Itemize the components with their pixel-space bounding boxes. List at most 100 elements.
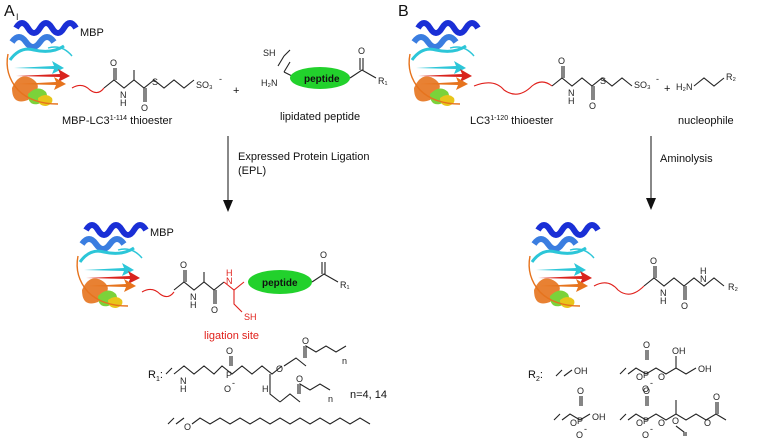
caption-part: 2 (536, 376, 540, 383)
atom-label: N (180, 376, 187, 386)
atom-label: O (672, 416, 679, 426)
atom-label: O (224, 384, 231, 394)
atom-label: O (636, 418, 643, 428)
panel-label-a: A (4, 3, 15, 20)
aminolysis-label: Aminolysis (660, 153, 713, 165)
atom-label: H (660, 296, 667, 306)
r2-phosphate-structure: O O P O - OH (553, 386, 606, 440)
atom-label: H₂N (676, 82, 693, 92)
atom-label: O (577, 386, 584, 396)
atom-label: O (704, 418, 711, 428)
caption-part: 1 (156, 376, 160, 383)
atom-label: H (190, 300, 197, 310)
atom-label: O (184, 422, 191, 432)
r2-glycerophosphate-structure: O O P O - O OH OH (619, 340, 712, 394)
thioester-structure-a: O N H O S SO₃ - (103, 58, 222, 113)
atom-label: H (262, 384, 269, 394)
atom-label: N (226, 276, 233, 286)
r1-alkyl-ether-structure: O (167, 417, 371, 432)
atom-label: - (232, 378, 235, 388)
caption-part: thioester (127, 115, 173, 127)
atom-label: O (658, 418, 665, 428)
mbp-lc3-protein-product (77, 225, 146, 308)
lipidated-peptide-structure: peptide SH H₂N O R₁ (261, 46, 388, 89)
n-range-label: n=4, 14 (350, 389, 387, 401)
atom-label: O (296, 374, 303, 384)
atom-label: O (570, 418, 577, 428)
atom-label: O (320, 250, 327, 260)
lc3-protein-product (529, 225, 598, 308)
amide-product-structure: O N H O H N R₂ (643, 256, 738, 311)
r2-label: R2: (528, 369, 543, 383)
caption-part: 1-114 (110, 115, 127, 122)
epl-label-line2: (EPL) (238, 165, 266, 177)
lipidated-peptide-caption: lipidated peptide (280, 111, 360, 123)
atom-label: SO₃ (634, 80, 651, 90)
atom-label: P (226, 370, 232, 380)
atom-label: - (650, 378, 653, 388)
caption-part: thioester (508, 115, 554, 127)
n-subscript-2: n (328, 394, 333, 404)
caption-part: : (160, 369, 163, 381)
atom-label: R₁ (378, 76, 388, 86)
atom-label: O (276, 364, 283, 374)
atom-label: O (643, 340, 650, 350)
atom-label: R₂ (726, 72, 736, 82)
peptide-label-top: peptide (304, 74, 340, 85)
atom-label: S (152, 77, 158, 87)
atom-label: P (577, 416, 583, 426)
amine-nucleophile-structure: H₂N R₂ (676, 72, 736, 92)
atom-label: N (660, 288, 667, 298)
atom-label: O (643, 386, 650, 396)
epl-label-line1: Expressed Protein Ligation (238, 151, 369, 163)
mbp-lc3-protein-top (7, 23, 76, 106)
atom-label: S (600, 76, 606, 86)
atom-label: O (642, 384, 649, 394)
atom-label: H (120, 98, 127, 108)
atom-label: R₂ (728, 282, 738, 292)
ligated-product-structure: O N H O H N SH peptide O R₁ (173, 250, 350, 322)
lc3-protein-top (409, 23, 478, 106)
linker-loop-a (71, 84, 105, 94)
atom-label: O (110, 58, 117, 68)
atom-label: O (650, 256, 657, 266)
aminolysis-arrowhead (646, 198, 656, 210)
peptide-ellipse-product (248, 270, 312, 294)
atom-label: N (120, 90, 127, 100)
atom-label: P (643, 370, 649, 380)
atom-label: SH (263, 48, 276, 58)
atom-label: OH (672, 346, 686, 356)
panel-a-mark: I (16, 12, 19, 22)
atom-label: O (713, 392, 720, 402)
n-subscript-1: n (342, 356, 347, 366)
atom-label: OH (698, 364, 712, 374)
atom-label: - (656, 74, 659, 84)
peptide-label-product: peptide (262, 278, 298, 289)
atom-label: O (681, 301, 688, 311)
panel-label-b: B (398, 3, 409, 20)
r1-phospholipid-structure: N H O P O - O O H O n n (165, 336, 347, 404)
atom-label: - (584, 424, 587, 434)
caption-part: 1-120 (490, 115, 508, 122)
atom-label: R₁ (340, 280, 350, 290)
atom-label: H₂N (261, 78, 278, 88)
atom-label: N (190, 292, 197, 302)
atom-label: O (226, 346, 233, 356)
thioester-structure-b: O N H O S SO₃ - (551, 56, 659, 111)
atom-label: N (700, 274, 707, 284)
atom-label: SO₃ (196, 80, 213, 90)
atom-label: H (700, 266, 707, 276)
caption-part: MBP-LC3 (62, 115, 110, 127)
atom-label: H (568, 96, 575, 106)
atom-label: O (211, 305, 218, 315)
linker-loop-a-product (141, 288, 175, 298)
atom-label: - (219, 74, 222, 84)
nucleophile-caption: nucleophile (678, 115, 734, 127)
atom-label: H (226, 268, 233, 278)
caption-part: LC3 (470, 115, 490, 127)
linker-loop-b-product (593, 282, 645, 295)
linker-loop-b (473, 81, 553, 95)
caption-part: R (528, 369, 536, 381)
atom-label: OH (574, 366, 588, 376)
